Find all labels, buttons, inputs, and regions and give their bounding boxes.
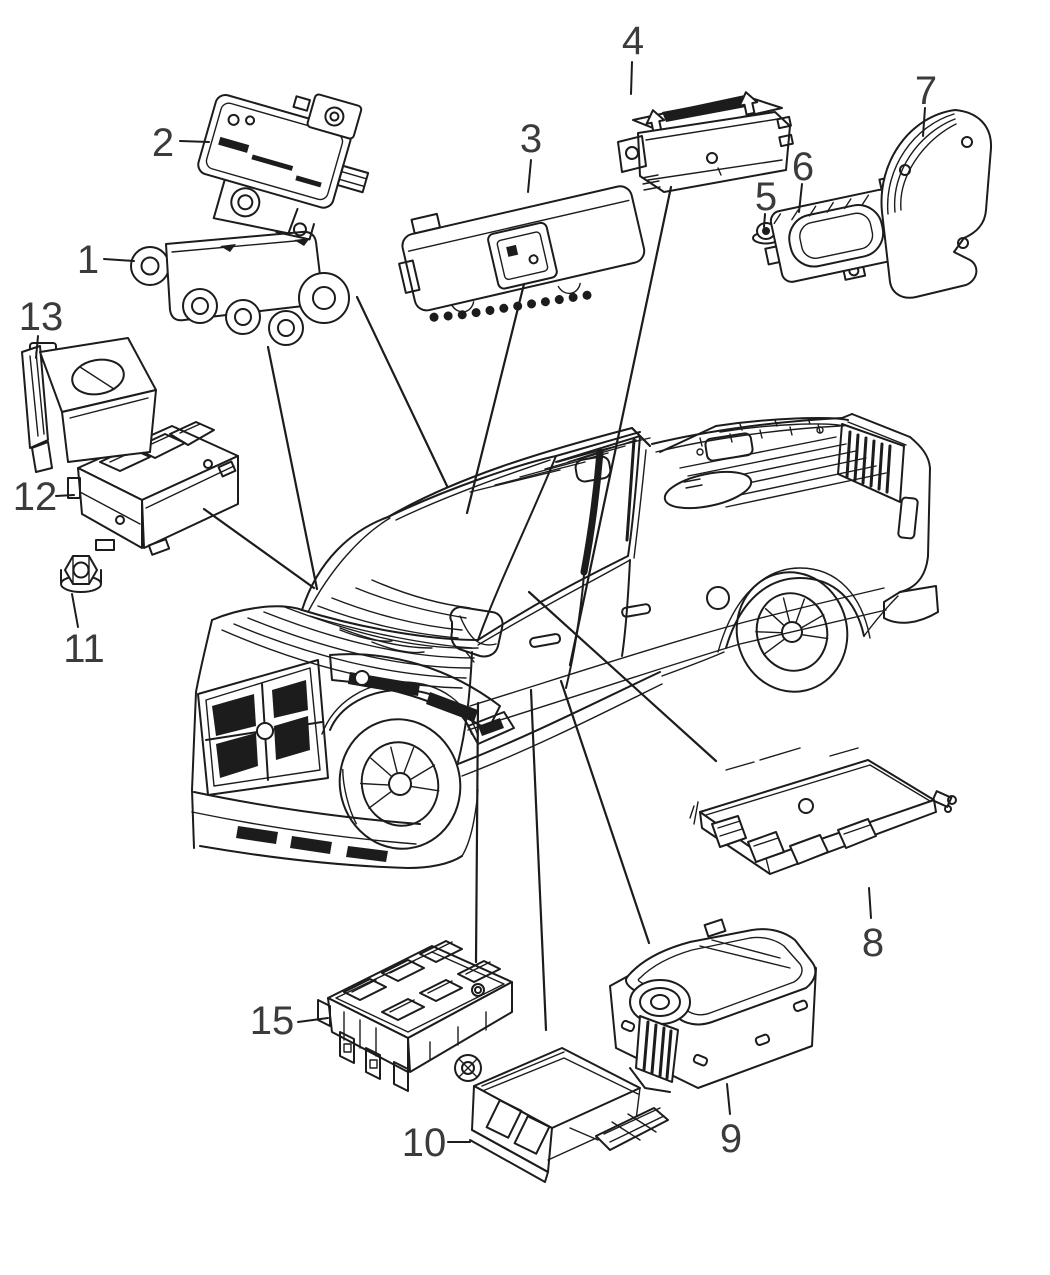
wiper xyxy=(371,641,425,654)
up-arrow xyxy=(738,91,759,116)
part-8-module xyxy=(689,747,957,875)
callout-6: 6 xyxy=(792,145,814,213)
callout-10: 10 xyxy=(402,1121,471,1165)
bumper-slot xyxy=(236,826,278,844)
ram-badge xyxy=(256,722,274,740)
callout-12-label: 12 xyxy=(13,475,58,519)
rear-wheel xyxy=(735,571,849,693)
callout-7: 7 xyxy=(915,69,937,137)
callout-2: 2 xyxy=(152,121,210,165)
callout-15: 15 xyxy=(250,999,329,1043)
leader-part-1 xyxy=(266,345,319,591)
part-7-bracket xyxy=(880,109,993,299)
callout-9-label: 9 xyxy=(720,1117,742,1161)
part-5-grommet xyxy=(752,222,780,245)
part-3-module xyxy=(398,185,646,322)
truck-cab xyxy=(301,427,887,777)
side-windows xyxy=(477,435,641,641)
callout-4: 4 xyxy=(622,19,644,95)
grille-slot xyxy=(272,680,308,718)
callout-3: 3 xyxy=(520,117,542,193)
callout-7-label: 7 xyxy=(915,69,937,113)
leader-part-9 xyxy=(559,679,651,945)
callout-2-label: 2 xyxy=(152,121,174,165)
callout-13-label: 13 xyxy=(19,295,64,339)
part-15-junction-block xyxy=(317,940,513,1092)
truck-bed xyxy=(633,413,939,677)
callout-11-label: 11 xyxy=(63,627,105,671)
leader-part-12 xyxy=(202,507,316,590)
callout-9: 9 xyxy=(720,1083,742,1161)
leader-part-4 xyxy=(568,185,673,667)
callout-8-label: 8 xyxy=(862,921,884,965)
rim xyxy=(755,592,829,672)
callout-8: 8 xyxy=(862,887,884,965)
grille-slot xyxy=(212,694,256,736)
callout-4-label: 4 xyxy=(622,19,644,63)
far-side-mirror xyxy=(574,455,612,483)
tailgate-ribs xyxy=(837,423,905,503)
front-wheel xyxy=(338,718,462,850)
wiper xyxy=(339,629,393,642)
truck-grille xyxy=(197,659,329,796)
door-handle xyxy=(529,633,562,648)
door-handle xyxy=(621,603,652,618)
tail-lamp xyxy=(897,496,919,540)
part-illustrations xyxy=(21,91,993,1183)
part-12-module xyxy=(67,421,239,556)
leader-part-8 xyxy=(527,590,718,763)
truck-headlight xyxy=(329,653,515,745)
leader-lines xyxy=(202,185,718,1032)
bumper-slot xyxy=(290,836,332,854)
connector-blocks xyxy=(711,815,877,865)
part-2-module xyxy=(197,93,370,241)
part-9-module xyxy=(609,918,817,1093)
callout-5: 5 xyxy=(755,175,777,228)
side-mirror xyxy=(449,606,504,663)
callout-1: 1 xyxy=(77,238,135,282)
part-1-module xyxy=(130,230,350,346)
truck-illustration xyxy=(191,413,939,869)
callouts: 1 2 3 4 5 6 7 8 xyxy=(13,19,937,1165)
bulkhead-panel xyxy=(704,432,754,462)
part-13-cover xyxy=(21,337,157,473)
rim xyxy=(360,741,440,827)
callout-1-label: 1 xyxy=(77,238,99,282)
truck-front-bumper xyxy=(191,789,479,869)
part-10-module xyxy=(454,1047,669,1183)
callout-10-label: 10 xyxy=(402,1121,447,1165)
tire xyxy=(338,718,462,850)
callout-12: 12 xyxy=(13,475,75,519)
leader-part-15 xyxy=(474,701,480,964)
grille-slot xyxy=(274,716,310,760)
mounting-feet xyxy=(317,999,409,1092)
grille-slot xyxy=(216,733,258,778)
tire xyxy=(735,571,849,693)
callout-6-label: 6 xyxy=(792,145,814,189)
part-11-nut xyxy=(60,555,102,593)
connector-wells xyxy=(343,940,501,1021)
fuel-door xyxy=(706,586,730,610)
bumper-slot xyxy=(346,846,388,862)
callout-3-label: 3 xyxy=(520,117,542,161)
part-4-module xyxy=(617,91,794,193)
callout-5-label: 5 xyxy=(755,175,777,219)
leader-part-10 xyxy=(529,688,548,1032)
callout-11: 11 xyxy=(63,593,105,671)
leader-part-2 xyxy=(355,295,449,488)
callout-15-label: 15 xyxy=(250,999,295,1043)
callout-13: 13 xyxy=(19,295,64,359)
leader-part-3 xyxy=(465,282,526,515)
